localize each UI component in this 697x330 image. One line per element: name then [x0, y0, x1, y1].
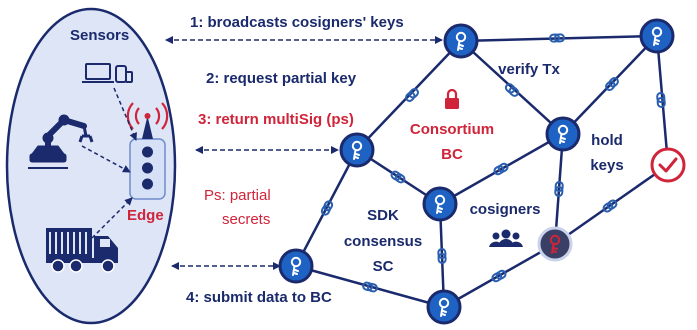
- sensor-to-edge-link-2: [81, 145, 131, 173]
- consortium-label-line2: BC: [441, 146, 463, 163]
- robot-arm-icon: [28, 114, 94, 169]
- node-center: [422, 186, 458, 222]
- edge-led-1: [142, 146, 153, 158]
- node-center-right: [545, 116, 581, 152]
- step1-label: 1: broadcasts cosigners' keys: [190, 14, 404, 31]
- chain-link-icon: [503, 81, 521, 99]
- sensor-to-edge-link-3: [91, 197, 133, 239]
- ps-note-line1: Ps: partial: [204, 187, 271, 204]
- chain-link-icon: [403, 86, 421, 104]
- check-node: [650, 147, 686, 183]
- sdk-label-line3: SC: [373, 258, 394, 275]
- devices-icon: [82, 63, 133, 83]
- node-bottom-left: [278, 248, 314, 284]
- consortium-label-line1: Consortium: [410, 121, 494, 138]
- group-icon: [489, 229, 523, 247]
- node-bottom-right-cosigner: [537, 226, 573, 262]
- verify-tx-label: verify Tx: [498, 61, 560, 78]
- truck-icon: [46, 228, 118, 273]
- hold-keys-line2: keys: [590, 157, 623, 174]
- step3-label: 3: return multiSig (ps): [198, 111, 354, 128]
- hold-keys-line1: hold: [591, 132, 623, 149]
- check-icon: [658, 157, 678, 173]
- step4-label: 4: submit data to BC: [186, 289, 332, 306]
- node-bottom: [426, 289, 462, 325]
- node-top-left: [443, 23, 479, 59]
- ps-note-line2: secrets: [222, 211, 270, 228]
- sdk-label-line2: consensus: [344, 233, 422, 250]
- lock-icon: [445, 88, 459, 109]
- sdk-label-line1: SDK: [367, 207, 399, 224]
- node-top-right: [639, 18, 675, 54]
- edge-led-2: [142, 162, 153, 174]
- antenna-icon: [126, 102, 169, 139]
- edge-label: Edge: [127, 207, 164, 224]
- cosigners-label: cosigners: [470, 201, 541, 218]
- edge-led-3: [142, 178, 153, 190]
- node-left: [339, 132, 375, 168]
- step2-label: 2: request partial key: [206, 70, 357, 87]
- sensor-to-edge-link-1: [113, 87, 137, 141]
- sensors-label: Sensors: [70, 27, 129, 44]
